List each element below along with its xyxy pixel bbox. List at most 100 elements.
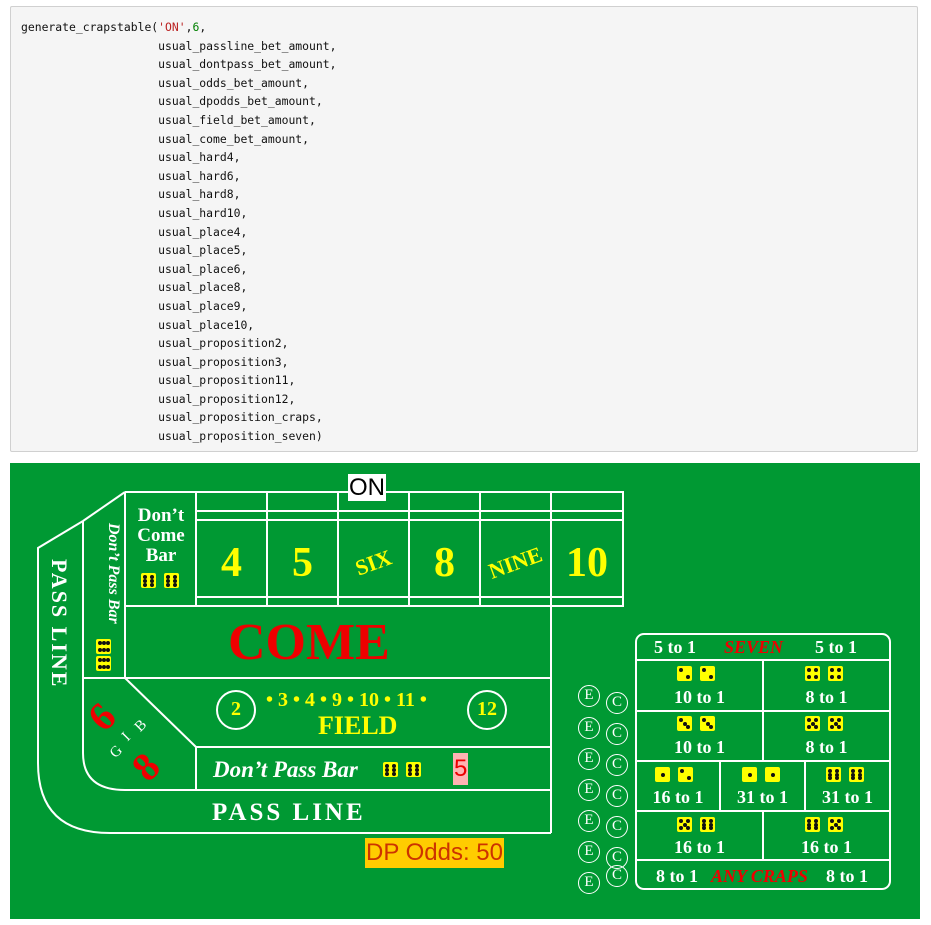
code-func: generate_crapstable(	[21, 20, 159, 34]
eleven-left-odds[interactable]: 16 to 1	[674, 837, 725, 857]
prop-die	[826, 767, 841, 782]
code-arg-line: usual_place9,	[158, 298, 248, 313]
eleven-right-odds[interactable]: 16 to 1	[801, 837, 852, 857]
twelve-odds[interactable]: 31 to 1	[822, 787, 873, 807]
c-bet-circle[interactable]: C	[606, 692, 628, 714]
code-arg-line: usual_proposition12,	[158, 391, 296, 406]
code-text[interactable]: generate_crapstable('ON',6, usual_passli…	[21, 18, 336, 446]
e-bet-circle[interactable]: E	[578, 810, 600, 832]
come-label[interactable]: COME	[228, 614, 390, 671]
prop-die	[828, 666, 843, 681]
craps-table: ON Don’t Come Bar 4 5 SIX 8 NINE 10 Don’…	[10, 463, 920, 919]
c-bet-circle[interactable]: C	[606, 865, 628, 887]
dont-pass-vertical-die-top	[96, 639, 111, 654]
dont-come-bar-line-2[interactable]: Come	[137, 525, 185, 546]
c-bet-circle[interactable]: C	[606, 785, 628, 807]
prop-die	[805, 817, 820, 832]
dontpass-vertical-top	[82, 491, 126, 522]
code-arg-line: usual_proposition3,	[158, 354, 289, 369]
puck-on[interactable]: ON	[348, 474, 386, 501]
code-arg-line: usual_place8,	[158, 280, 248, 295]
prop-die	[700, 817, 715, 832]
code-arg-line: usual_hard4,	[158, 150, 241, 165]
dont-come-die-right	[164, 573, 179, 588]
seven-left-odds[interactable]: 5 to 1	[654, 637, 696, 657]
e-bet-circle[interactable]: E	[578, 748, 600, 770]
code-arg-line: usual_dontpass_bet_amount,	[158, 57, 337, 72]
craps-right-odds[interactable]: 8 to 1	[826, 866, 868, 886]
pass-line-vertical[interactable]: PASS LINE	[47, 559, 72, 689]
c-bet-circle[interactable]: C	[606, 754, 628, 776]
dp-odds-badge[interactable]: DP Odds: 50	[365, 838, 504, 868]
field-circle-12	[467, 690, 507, 730]
prop-die	[677, 666, 692, 681]
c-bet-circle[interactable]: C	[606, 723, 628, 745]
two-odds[interactable]: 31 to 1	[737, 787, 788, 807]
dontpass-vertical-strip	[82, 492, 196, 791]
code-arg-line: usual_dpodds_bet_amount,	[158, 94, 323, 109]
e-bet-circle[interactable]: E	[578, 872, 600, 894]
code-arg-line: usual_place4,	[158, 224, 248, 239]
seven-right-odds[interactable]: 5 to 1	[815, 637, 857, 657]
dont-come-die-left	[141, 573, 156, 588]
dont-pass-bar-vertical[interactable]: Don’t Pass Bar	[105, 523, 122, 624]
field-circle-2	[216, 690, 256, 730]
code-arg-line: usual_hard8,	[158, 187, 241, 202]
code-arg-line: usual_proposition_seven)	[158, 429, 323, 444]
place-8[interactable]: 8	[434, 540, 455, 586]
prop-die	[805, 716, 820, 731]
prop-die	[765, 767, 780, 782]
e-bet-circle[interactable]: E	[578, 717, 600, 739]
place-10[interactable]: 10	[566, 540, 608, 586]
prop-die	[655, 767, 670, 782]
field-label[interactable]: FIELD	[318, 711, 398, 740]
code-comma: ,	[185, 20, 193, 34]
code-arg-line: usual_hard10,	[158, 205, 248, 220]
dont-pass-die-right	[406, 762, 421, 777]
e-bet-circle[interactable]: E	[578, 779, 600, 801]
hard4-odds[interactable]: 8 to 1	[805, 737, 848, 757]
code-arg-line: usual_proposition11,	[158, 373, 296, 388]
prop-die	[678, 767, 693, 782]
code-cell[interactable]: generate_crapstable('ON',6, usual_passli…	[10, 6, 918, 452]
prop-die	[677, 716, 692, 731]
place-4[interactable]: 4	[221, 540, 242, 586]
three-odds[interactable]: 16 to 1	[652, 787, 704, 807]
dont-pass-bar-label[interactable]: Don’t Pass Bar	[213, 757, 358, 782]
field-number-12[interactable]: 12	[477, 698, 497, 720]
code-arg-line: usual_place6,	[158, 261, 248, 276]
dont-pass-die-left	[383, 762, 398, 777]
prop-die	[805, 666, 820, 681]
c-bet-circle[interactable]: C	[606, 816, 628, 838]
place-5[interactable]: 5	[292, 540, 313, 586]
seven-label[interactable]: SEVEN	[724, 637, 784, 657]
field-numbers[interactable]: • 3 • 4 • 9 • 10 • 11 •	[266, 689, 427, 711]
prop-die	[742, 767, 757, 782]
dont-come-bar-line-3[interactable]: Bar	[145, 545, 177, 566]
code-string-arg: 'ON'	[158, 20, 186, 34]
prop-die	[828, 716, 843, 731]
field-number-2[interactable]: 2	[231, 698, 241, 720]
code-number-arg: 6	[192, 20, 200, 34]
hard8-odds[interactable]: 10 to 1	[674, 737, 725, 757]
craps-left-odds[interactable]: 8 to 1	[656, 866, 698, 886]
e-bet-circle[interactable]: E	[578, 841, 600, 863]
table-lines	[37, 491, 891, 890]
code-arg-line: usual_come_bet_amount,	[158, 131, 310, 146]
dont-come-bar-line-1[interactable]: Don’t	[137, 505, 185, 526]
any-craps-label[interactable]: ANY CRAPS	[711, 866, 808, 886]
dont-pass-bet-chip[interactable]: 5	[453, 753, 469, 785]
hard6-odds[interactable]: 10 to 1	[674, 687, 725, 707]
code-arg-line: usual_place10,	[158, 317, 255, 332]
code-args: usual_passline_bet_amount, usual_dontpas…	[21, 39, 336, 443]
e-bet-circle[interactable]: E	[578, 685, 600, 707]
pass-line-label[interactable]: PASS LINE	[212, 799, 366, 826]
prop-die	[700, 716, 715, 731]
prop-die	[828, 817, 843, 832]
hard10-odds[interactable]: 8 to 1	[805, 687, 848, 707]
code-arg-line: usual_odds_bet_amount,	[158, 75, 310, 90]
big-box-diagonal	[124, 677, 197, 748]
dont-pass-vertical-die-bottom	[96, 656, 111, 671]
prop-die	[700, 666, 715, 681]
code-arg-line: usual_passline_bet_amount,	[158, 38, 337, 53]
